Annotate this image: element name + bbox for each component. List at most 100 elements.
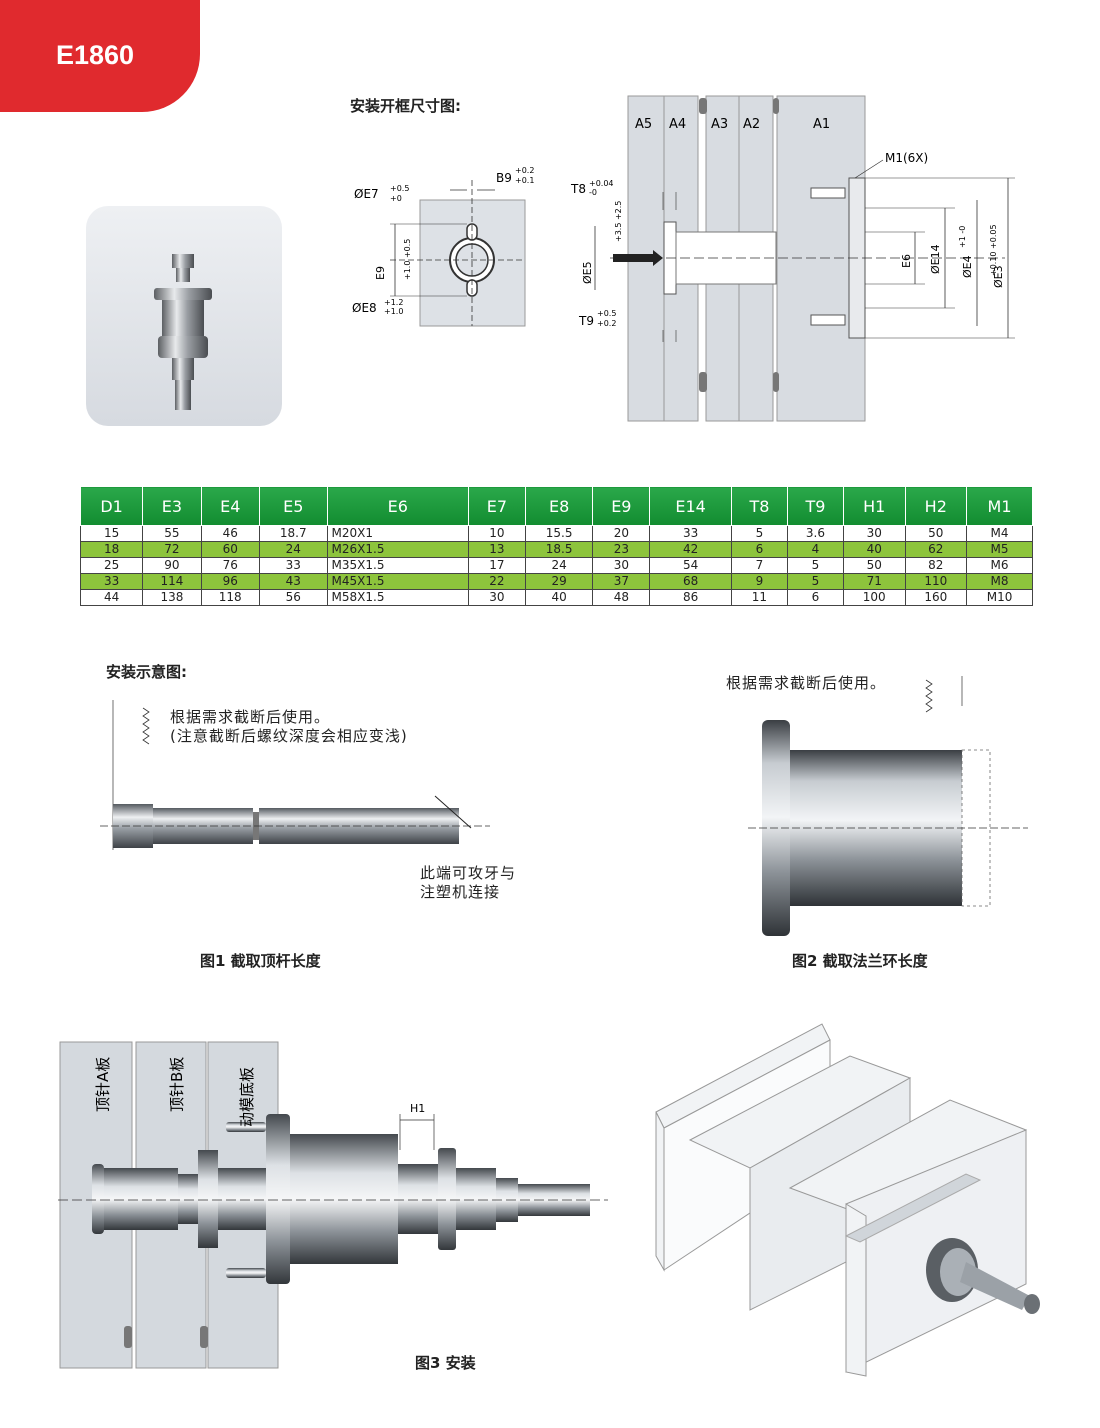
table-cell: 96 (200, 573, 260, 590)
table-cell: M26X1.5 (326, 541, 469, 558)
table-cell: 42 (649, 541, 732, 558)
table-cell: 118 (200, 589, 260, 606)
svg-text:+0: +0 (390, 194, 402, 203)
table-cell: 114 (142, 573, 202, 590)
fig1-note-line1: 根据需求截断后使用。 (170, 708, 331, 726)
table-cell: M5 (966, 541, 1033, 558)
table-cell: 11 (730, 589, 788, 606)
table-cell: 50 (904, 525, 968, 542)
table-cell: 55 (142, 525, 202, 542)
table-cell: M45X1.5 (326, 573, 469, 590)
t8-label: T8 (570, 182, 586, 196)
fig1-note-line2: (注意截断后螺纹深度会相应变浅) (170, 727, 408, 745)
frame-opening-drawing: ØE7 +0.5 +0 B9 +0.2 +0.1 E9 +1.0 +0.5 ØE… (352, 166, 534, 327)
table-cell: 71 (842, 573, 906, 590)
table-header-cell: E5 (258, 486, 328, 526)
coupling-on-mold (926, 1238, 1040, 1314)
plate-a1-label: A1 (813, 117, 830, 132)
table-cell: 24 (258, 541, 328, 558)
table-header-cell: E6 (326, 486, 469, 526)
table-cell: 3.6 (786, 525, 844, 542)
table-cell: 24 (524, 557, 594, 574)
svg-text:+0.5: +0.5 (390, 184, 409, 193)
fig3-install-drawing: H1 顶针A板 顶针B板 动模底板 (58, 1041, 608, 1369)
table-cell: 86 (649, 589, 732, 606)
table-cell: 18.5 (524, 541, 594, 558)
e3-label: ØE3 (992, 265, 1005, 288)
table-cell: 33 (79, 573, 144, 590)
fig1-caption: 图1 截取顶杆长度 (200, 952, 321, 970)
table-cell: 9 (730, 573, 788, 590)
product-code: E1860 (56, 40, 135, 70)
table-cell: 50 (842, 557, 906, 574)
e9-label: E9 (374, 266, 387, 280)
table-cell: 5 (786, 573, 844, 590)
table-cell: 30 (467, 589, 526, 606)
table-header-cell: D1 (79, 486, 144, 526)
product-code-badge: E1860 (0, 0, 200, 112)
table-cell: 13 (467, 541, 526, 558)
table-cell: 100 (842, 589, 906, 606)
table-cell: 44 (79, 589, 144, 606)
table-cell: 48 (592, 589, 651, 606)
table-cell: 20 (592, 525, 651, 542)
table-cell: M20X1 (326, 525, 469, 542)
table-cell: 37 (592, 573, 651, 590)
fig1-rod-drawing (100, 700, 490, 850)
svg-text:+1.0 +0.5: +1.0 +0.5 (403, 239, 412, 280)
fig1-tap-note: 此端可攻牙与 注塑机连接 (420, 864, 517, 901)
table-header-cell: E3 (142, 486, 202, 526)
table-cell: M8 (966, 573, 1033, 590)
frame-dimension-caption: 安装开框尺寸图: (350, 97, 461, 115)
svg-text:+0.5: +0.5 (597, 309, 616, 318)
table-cell: 17 (467, 557, 526, 574)
install-caption: 安装示意图: (106, 663, 187, 681)
table-cell: 138 (142, 589, 202, 606)
table-cell: 40 (524, 589, 594, 606)
table-cell: 160 (904, 589, 968, 606)
table-cell: 5 (730, 525, 788, 542)
table-cell: M35X1.5 (326, 557, 469, 574)
table-cell: 22 (467, 573, 526, 590)
table-cell: 29 (524, 573, 594, 590)
table-cell: 30 (592, 557, 651, 574)
svg-text:+0.2: +0.2 (597, 319, 616, 328)
plate-a2-label: A2 (743, 117, 760, 132)
plate-c-label: 动模底板 (238, 1067, 256, 1127)
table-cell: 68 (649, 573, 732, 590)
fig2-flange-drawing (748, 676, 1028, 936)
coupling-photo-illustration (154, 254, 212, 410)
table-cell: 30 (842, 525, 906, 542)
e5-label: ØE5 (581, 261, 594, 284)
table-cell: 62 (904, 541, 968, 558)
table-cell: 46 (200, 525, 260, 542)
e8-label: ØE8 (352, 301, 377, 315)
product-photo (86, 206, 282, 426)
t9-label: T9 (578, 314, 594, 328)
table-cell: 76 (200, 557, 260, 574)
table-cell: 6 (786, 589, 844, 606)
plate-a4-label: A4 (669, 117, 686, 132)
m1-label: M1(6X) (885, 151, 928, 165)
table-cell: M58X1.5 (326, 589, 469, 606)
plate-a5-label: A5 (635, 117, 652, 132)
table-cell: 4 (786, 541, 844, 558)
fig2-note: 根据需求截断后使用。 (726, 674, 887, 692)
plate-section-drawing: A5 A4 A3 A2 A1 M1(6X) T8 +0.04 -0 ØE5 +3… (570, 95, 1015, 422)
plate-a3-label: A3 (711, 117, 728, 132)
h1-label: H1 (410, 1102, 425, 1115)
e4-label: ØE4 (961, 255, 974, 278)
table-cell: 15.5 (524, 525, 594, 542)
fig1-note: 根据需求截断后使用。 (注意截断后螺纹深度会相应变浅) (170, 708, 408, 746)
fig3-caption: 图3 安装 (415, 1354, 476, 1372)
table-cell: 15 (79, 525, 144, 542)
table-header-cell: E7 (467, 486, 526, 526)
table-cell: M6 (966, 557, 1033, 574)
svg-text:+1.0: +1.0 (384, 307, 403, 316)
table-header-cell: H2 (904, 486, 968, 526)
